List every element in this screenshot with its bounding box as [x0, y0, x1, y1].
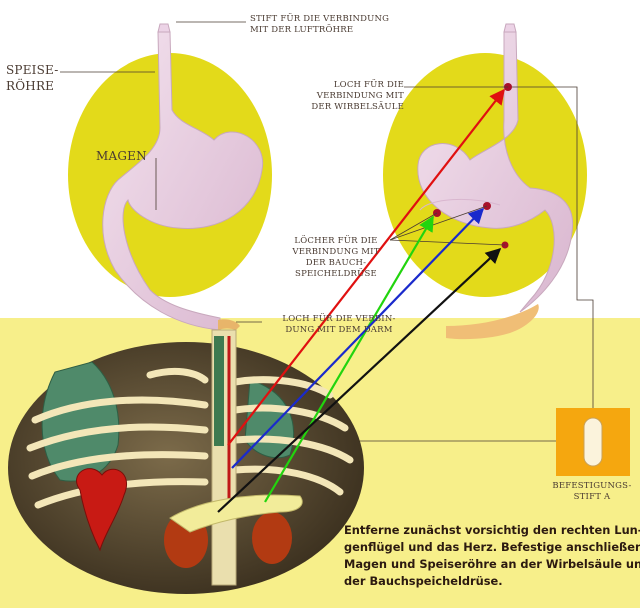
left-stomach-model: [102, 23, 264, 331]
arrow-blue: [231, 207, 485, 469]
label-pin-a: BEFESTIGUNGS-STIFT A: [552, 481, 632, 502]
arrow-red: [227, 88, 505, 446]
arrow-black: [217, 247, 502, 513]
skeleton-photo: [8, 329, 364, 594]
label-stomach: MAGEN: [96, 149, 147, 163]
left-intestine-stub: [218, 319, 240, 330]
label-esophagus: SPEISE-RÖHRE: [6, 63, 59, 93]
instruction-text: Entferne zunächst vorsichtig den rechten…: [344, 523, 640, 588]
right-intestine-stub: [446, 304, 539, 340]
arrow-green: [264, 215, 434, 503]
right-stomach-model: [417, 23, 574, 313]
fixing-pin-a: [556, 408, 630, 476]
label-hole-intestine: LOCH FÜR DIE VERBIN-DUNG MIT DEM DARM: [282, 314, 396, 335]
